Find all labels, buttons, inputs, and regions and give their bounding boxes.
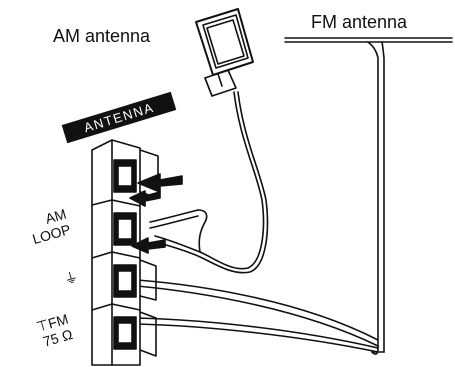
am-loop-antenna (195, 8, 254, 97)
fm-antenna-wire (136, 37, 453, 355)
am-antenna-cable (149, 91, 269, 274)
fm-antenna-label: FM antenna (311, 12, 408, 32)
terminal-block (91, 139, 159, 366)
am-antenna-label: AM antenna (53, 26, 151, 46)
insert-arrows (129, 173, 183, 254)
